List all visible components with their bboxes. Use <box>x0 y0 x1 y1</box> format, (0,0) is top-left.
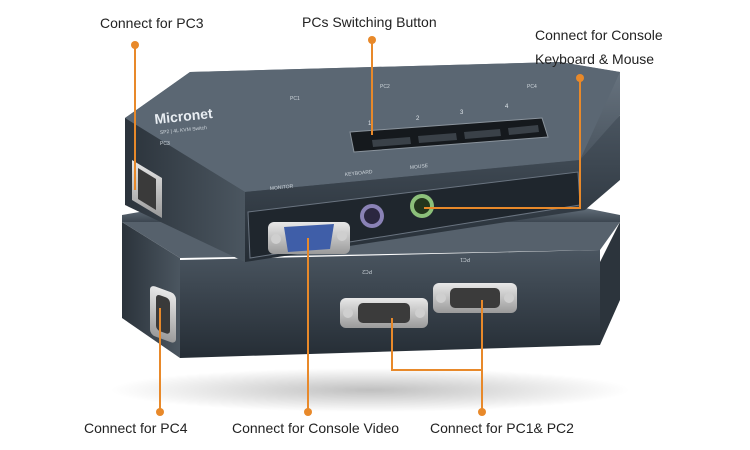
ps2-mouse-port <box>410 194 434 218</box>
brand-logo: Micronet <box>154 105 214 127</box>
top-label-pc2: PC2 <box>380 84 390 90</box>
leader-pc12 <box>391 300 483 371</box>
lower-kvm-unit: PC2 PC1 <box>122 205 620 358</box>
callout-console-video: Connect for Console Video <box>232 420 400 436</box>
button-number-1: 1 <box>368 121 372 127</box>
button-number-3: 3 <box>460 110 464 116</box>
leader-dots <box>131 36 584 416</box>
pc4-db-connector <box>150 286 176 343</box>
lower-label-pc1: PC1 <box>460 256 470 262</box>
switching-button-numbers: 1 2 3 4 <box>368 104 509 127</box>
leader-lines <box>134 40 581 412</box>
top-label-pc4: PC4 <box>527 84 537 90</box>
top-label-pc1: PC1 <box>290 96 300 102</box>
callout-switching-button: PCs Switching Button <box>302 14 437 30</box>
callout-console-keyboard-line1: Connect for Console <box>535 27 663 43</box>
button-number-4: 4 <box>505 104 509 110</box>
front-label-mouse: MOUSE <box>410 163 430 171</box>
callout-console-keyboard-line2: Keyboard & Mouse <box>535 51 655 67</box>
pc2-db-connector <box>340 298 428 328</box>
lower-label-pc2: PC2 <box>362 268 372 274</box>
ps2-keyboard-port <box>360 204 384 228</box>
callout-pc1-pc2: Connect for PC1& PC2 <box>430 420 574 436</box>
front-label-keyboard: KEYBOARD <box>345 169 374 178</box>
leader-console-kb <box>424 78 581 209</box>
pc3-db-connector <box>132 160 162 218</box>
upper-side-face <box>125 118 245 262</box>
callout-pc3: Connect for PC3 <box>100 15 204 31</box>
floor-shadow <box>110 368 630 412</box>
button-segments <box>372 125 539 147</box>
model-text: SP2 | 4L KVM Switch <box>160 125 208 136</box>
front-label-monitor: MONITOR <box>270 184 294 192</box>
button-number-2: 2 <box>416 116 420 122</box>
pc1-db-connector <box>433 283 517 313</box>
side-label-pc3: PC3 <box>160 141 170 147</box>
callout-pc4: Connect for PC4 <box>84 420 188 436</box>
